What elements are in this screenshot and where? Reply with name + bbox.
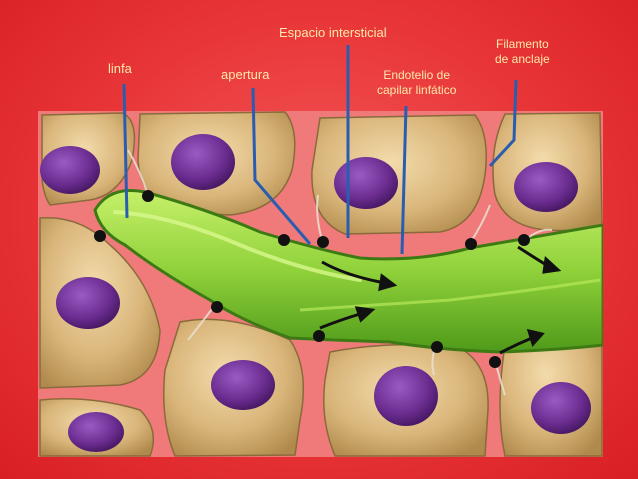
nucleus bbox=[171, 134, 235, 190]
junction-dot bbox=[489, 356, 501, 368]
label-endotelio-line1: Endotelio de bbox=[383, 68, 451, 82]
label-filamento: Filamento de anclaje bbox=[495, 37, 550, 67]
flow-arrow-head bbox=[354, 306, 376, 323]
junction-dot bbox=[431, 341, 443, 353]
flow-arrow-head bbox=[526, 328, 545, 347]
lymph-capillary bbox=[93, 189, 603, 354]
junction-dot bbox=[317, 236, 329, 248]
flow-arrow-head bbox=[378, 273, 398, 292]
junction-dot bbox=[465, 238, 477, 250]
leader-line-linfa bbox=[122, 83, 129, 219]
nucleus bbox=[40, 146, 100, 194]
junction-dot bbox=[94, 230, 106, 242]
cell-nuclei bbox=[40, 134, 591, 452]
junction-dot bbox=[142, 190, 154, 202]
nucleus bbox=[531, 382, 591, 434]
flow-arrow bbox=[319, 312, 361, 330]
junction-dot bbox=[211, 301, 223, 313]
nucleus bbox=[334, 157, 398, 209]
flow-arrow bbox=[321, 260, 381, 284]
nucleus bbox=[211, 360, 275, 410]
label-filamento-line2: de anclaje bbox=[495, 52, 550, 66]
junction-dot bbox=[313, 330, 325, 342]
flow-arrow-head bbox=[542, 255, 562, 274]
label-linfa: linfa bbox=[108, 61, 132, 76]
nucleus bbox=[514, 162, 578, 212]
leader-line-filamento bbox=[488, 79, 518, 168]
flow-arrow bbox=[499, 336, 533, 355]
label-apertura: apertura bbox=[221, 67, 270, 82]
flow-arrows bbox=[319, 245, 562, 355]
leader-lines bbox=[122, 45, 518, 255]
leader-line-endotelio bbox=[400, 105, 408, 255]
label-endotelio-line2: capilar linfático bbox=[377, 83, 457, 97]
junction-dots bbox=[94, 190, 530, 368]
nucleus bbox=[374, 366, 438, 426]
nucleus bbox=[56, 277, 120, 329]
nucleus bbox=[68, 412, 124, 452]
capillary-wall-sheen bbox=[299, 278, 601, 312]
capillary-lumen-highlight bbox=[113, 210, 362, 282]
leader-line-apertura bbox=[251, 87, 312, 245]
junction-dot bbox=[278, 234, 290, 246]
label-filamento-line1: Filamento bbox=[496, 37, 549, 51]
junction-dot bbox=[518, 234, 530, 246]
label-endotelio: Endotelio de capilar linfático bbox=[377, 68, 456, 98]
label-espacio-intersticial: Espacio intersticial bbox=[279, 25, 387, 40]
